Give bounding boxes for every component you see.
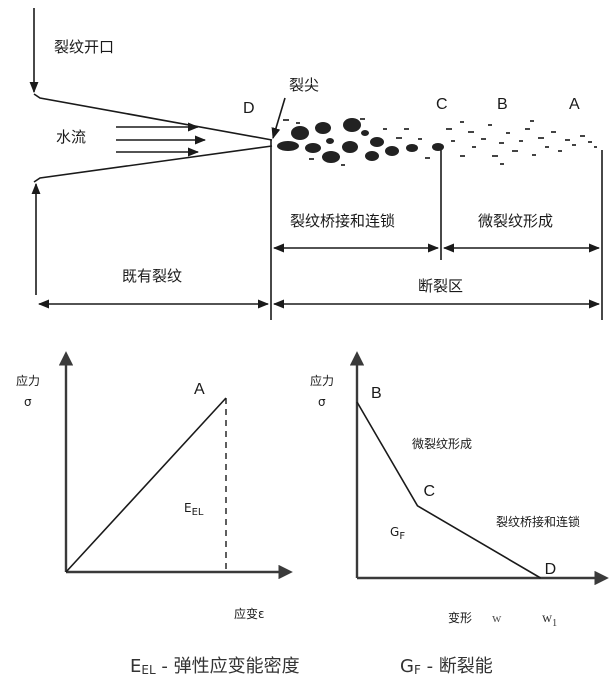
right-point-d-label: D	[545, 561, 557, 578]
crack-schematic: 裂纹开口 水流 裂尖 D C B A	[29, 8, 603, 320]
legend-gf: GF - 断裂能	[400, 652, 493, 678]
legend-eel-desc: - 弹性应变能密度	[155, 656, 300, 677]
point-d-label: D	[243, 100, 255, 117]
softening-curve	[356, 401, 542, 579]
legend-gf-desc: - 断裂能	[420, 656, 493, 677]
right-x-w1-label: w1	[542, 611, 557, 629]
right-y-symbol: σ	[318, 395, 326, 409]
crack-lower-face	[33, 145, 273, 183]
crack-tip-pointer	[271, 97, 286, 140]
left-x-label: 应变ε	[234, 606, 265, 621]
legend: EEL - 弹性应变能密度 GF - 断裂能	[0, 652, 611, 688]
microcrack-zone-label: 微裂纹形成	[478, 212, 553, 230]
right-x-label: 变形	[448, 610, 472, 625]
left-y-label: 应力	[16, 373, 40, 388]
fracture-zone-debris	[277, 118, 444, 163]
crack-tip-label: 裂尖	[289, 76, 319, 94]
eel-area-label: EEL	[184, 501, 204, 518]
microcrack-speckle	[283, 118, 597, 166]
elastic-line	[65, 397, 227, 573]
right-point-c-label: C	[423, 483, 435, 500]
fracture-zone-label: 断裂区	[418, 277, 463, 295]
region-bridging-label: 裂纹桥接和连锁	[496, 514, 580, 529]
legend-eel: EEL - 弹性应变能密度	[130, 652, 300, 678]
gf-area-label: GF	[390, 525, 405, 542]
point-a-label: A	[569, 96, 580, 113]
legend-eel-sub: EL	[141, 663, 156, 677]
point-c-label: C	[436, 96, 448, 113]
water-flow-label: 水流	[56, 128, 86, 146]
left-y-symbol: σ	[24, 395, 32, 409]
crack-opening-label: 裂纹开口	[54, 38, 114, 56]
stress-deformation-chart: 应力 σ 变形 w w1 B C D 微裂纹形成 裂纹桥接和连锁 GF	[310, 351, 609, 629]
region-microcrack-label: 微裂纹形成	[412, 437, 472, 451]
left-point-a-label: A	[194, 381, 205, 398]
legend-eel-symbol: E	[130, 656, 142, 677]
legend-gf-symbol: G	[400, 656, 414, 677]
stress-strain-chart: 应力 σ 应变ε A EEL	[16, 351, 293, 621]
right-x-w-label: w	[492, 610, 502, 625]
right-y-label: 应力	[310, 373, 334, 388]
right-point-b-label: B	[371, 385, 382, 402]
point-b-label: B	[497, 96, 508, 113]
legend-gf-sub: F	[413, 663, 421, 677]
bridging-zone-label: 裂纹桥接和连锁	[290, 212, 395, 230]
existing-crack-label: 既有裂纹	[122, 267, 182, 285]
